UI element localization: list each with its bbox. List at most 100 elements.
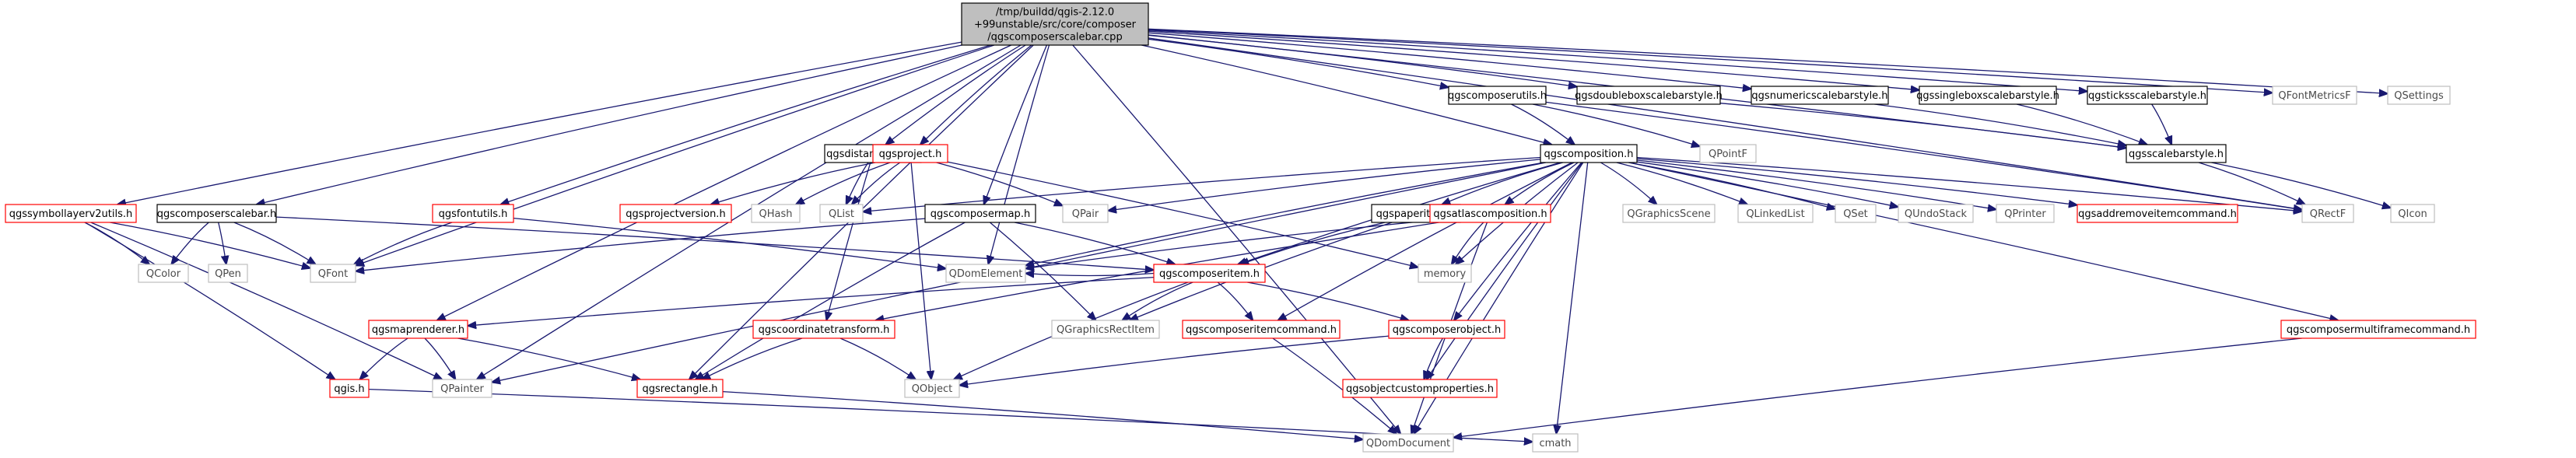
edge-root-to-qgsfontutils: [500, 44, 991, 205]
node-qgsmaprenderer[interactable]: qgsmaprenderer.h: [368, 320, 468, 339]
node-QRectF: QRectF: [2301, 204, 2354, 223]
edge-qgscomposition-to-QUndoStack: [1636, 161, 1898, 207]
node-label: QPainter: [440, 383, 484, 395]
node-label: QLinkedList: [1746, 208, 1804, 220]
edge-qgscomposition-to-QLinkedList: [1616, 162, 1747, 205]
node-QSet: QSet: [1835, 204, 1877, 223]
node-root[interactable]: /tmp/buildd/qgis-2.12.0+99unstable/src/c…: [961, 2, 1149, 46]
node-box: [2087, 86, 2208, 105]
edge-qgscoordinatetransform-to-QObject: [839, 337, 916, 379]
edge-qgsrectangle-to-QDomDocument: [722, 390, 1363, 440]
edge-qgssymbollayerv2utils-to-QFont: [110, 222, 310, 268]
node-memory: memory: [1418, 264, 1472, 283]
node-qgis[interactable]: qgis.h: [329, 379, 370, 398]
node-box: [2301, 204, 2354, 223]
node-qgsdoubleboxscalebarstyle[interactable]: qgsdoubleboxscalebarstyle.h: [1575, 86, 1723, 105]
edge-qgscomposeritemcommand-to-QDomDocument: [1272, 337, 1397, 434]
edge-qgsproject-to-QList: [852, 162, 901, 205]
node-qgscomposeritem[interactable]: qgscomposeritem.h: [1153, 264, 1266, 283]
node-box: [1835, 204, 1877, 223]
edge-qgscomposition-to-qgscomposeritemcommand: [1277, 162, 1572, 320]
edge-root-to-qgscomposerutils: [1148, 38, 1449, 87]
node-label: qgsobjectcustomproperties.h: [1346, 383, 1494, 395]
edge-root-to-qgsdistancearea: [885, 44, 1026, 145]
node-label: QSet: [1843, 208, 1868, 220]
node-qgssingleboxscalebarstyle[interactable]: qgssingleboxscalebarstyle.h: [1916, 86, 2059, 105]
node-qgscomposerobject[interactable]: qgscomposerobject.h: [1388, 320, 1505, 339]
node-label: qgsnumericscalebarstyle.h: [1751, 90, 1887, 102]
node-box: [1388, 320, 1505, 339]
node-box: [156, 204, 277, 223]
node-qgscomposeritemcommand[interactable]: qgscomposeritemcommand.h: [1182, 320, 1341, 339]
node-qgscomposermap[interactable]: qgscomposermap.h: [924, 204, 1036, 223]
node-box: [1362, 433, 1454, 453]
edge-qgsdistancearea-to-qgscoordinatetransform: [826, 162, 871, 320]
node-qgsrectangle[interactable]: qgsrectangle.h: [636, 379, 724, 398]
node-box: [1576, 86, 1721, 105]
node-label: QUndoStack: [1905, 208, 1968, 220]
node-box: [5, 204, 137, 223]
node-qgsatlascomposition[interactable]: qgsatlascomposition.h: [1429, 204, 1551, 223]
edge-qgscomposerutils-to-QPointF: [1532, 103, 1700, 146]
node-box: [1062, 204, 1109, 223]
edge-qgscomposition-to-qgsatlascomposition: [1505, 162, 1575, 205]
node-label: QPen: [215, 268, 241, 280]
node-QSettings: QSettings: [2387, 86, 2451, 105]
node-qgsobjectcustomproperties[interactable]: qgsobjectcustomproperties.h: [1342, 379, 1498, 398]
edge-qgscomposerscalebar-to-QColor: [171, 222, 209, 264]
edge-qgssymbollayerv2utils-to-QPainter: [90, 222, 443, 379]
edge-qgscomposition-to-qgsaddremoveitemcommand: [1636, 158, 2077, 205]
node-box: [2280, 320, 2476, 339]
edge-root-to-QRectF: [1148, 37, 2302, 210]
node-qgscomposermultiframecommand[interactable]: qgscomposermultiframecommand.h: [2280, 320, 2476, 339]
node-qgscomposerutils[interactable]: qgscomposerutils.h: [1448, 86, 1547, 105]
node-qgscomposerscalebar[interactable]: qgscomposerscalebar.h: [156, 204, 277, 223]
edge-qgssymbollayerv2utils-to-qgis: [84, 222, 335, 379]
node-box: [636, 379, 724, 398]
edge-qgsatlascomposition-to-QDomElement: [1025, 220, 1431, 269]
node-qgsfontutils[interactable]: qgsfontutils.h: [432, 204, 514, 223]
node-box: [1448, 86, 1547, 105]
node-qgsscalebarstyle[interactable]: qgsscalebarstyle.h: [2126, 144, 2227, 163]
node-label: QFontMetricsF: [2278, 90, 2350, 102]
edge-qgsdoubleboxscalebarstyle-to-qgsscalebarstyle: [1719, 103, 2126, 149]
node-label: qgsscalebarstyle.h: [2129, 149, 2224, 160]
node-label: qgsticksscalebarstyle.h: [2088, 90, 2206, 102]
node-box: [904, 379, 960, 398]
node-qgsaddremoveitemcommand[interactable]: qgsaddremoveitemcommand.h: [2077, 204, 2238, 223]
node-label: qgsproject.h: [879, 149, 942, 160]
node-box: [1418, 264, 1472, 283]
node-QLinkedList: QLinkedList: [1737, 204, 1814, 223]
edge-root-to-qgssingleboxscalebarstyle: [1148, 30, 1919, 90]
node-box: [2272, 86, 2357, 105]
edge-qgsproject-to-memory: [947, 161, 1418, 267]
node-qgssymbollayerv2utils[interactable]: qgssymbollayerv2utils.h: [5, 204, 137, 223]
node-qgsprojectversion[interactable]: qgsprojectversion.h: [619, 204, 732, 223]
node-label: QList: [829, 208, 854, 220]
edge-root-to-qgsproject: [920, 44, 1032, 145]
node-qgsticksscalebarstyle[interactable]: qgsticksscalebarstyle.h: [2087, 86, 2208, 105]
node-qgscomposition[interactable]: qgscomposition.h: [1540, 144, 1638, 163]
node-box: [924, 204, 1036, 223]
node-box: [961, 2, 1149, 46]
edge-qgscomposition-to-qgspaperitem: [1442, 162, 1563, 205]
node-qgsproject[interactable]: qgsproject.h: [872, 144, 948, 163]
edge-qgsproject-to-QHash: [796, 162, 891, 205]
node-box: [2077, 204, 2238, 223]
edge-qgscomposition-to-cmath: [1556, 162, 1589, 434]
node-box: [872, 144, 948, 163]
node-label: QGraphicsRectItem: [1057, 324, 1155, 336]
edge-qgsatlascomposition-to-memory: [1452, 222, 1484, 264]
node-QDomElement: QDomElement: [945, 264, 1026, 283]
node-label: qgssingleboxscalebarstyle.h: [1916, 90, 2059, 102]
edge-qgscomposerscalebar-to-QPen: [218, 222, 226, 264]
node-label: qgscomposerutils.h: [1448, 90, 1547, 102]
edge-qgscomposition-to-qgscomposerobject: [1454, 162, 1582, 320]
edge-root-to-qgsnumericscalebarstyle: [1148, 32, 1751, 89]
node-qgscoordinatetransform[interactable]: qgscoordinatetransform.h: [752, 320, 895, 339]
node-QObject: QObject: [904, 379, 960, 398]
node-qgsnumericscalebarstyle[interactable]: qgsnumericscalebarstyle.h: [1751, 86, 1889, 105]
node-box: [1540, 144, 1638, 163]
edge-qgscomposeritem-to-QGraphicsRectItem: [1122, 281, 1193, 320]
edge-qgscomposition-to-QPair: [1108, 159, 1541, 211]
